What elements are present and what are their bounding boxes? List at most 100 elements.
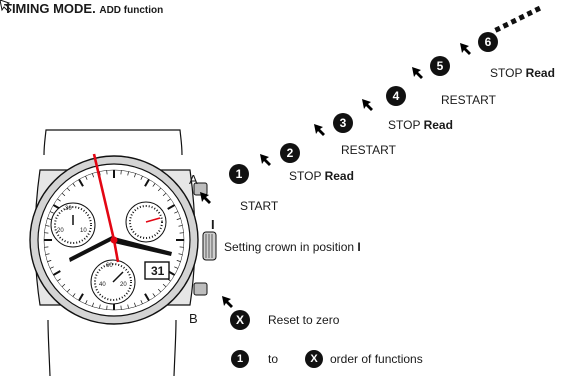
minute-tick <box>61 283 66 288</box>
minute-tick <box>47 260 52 262</box>
minute-tick <box>85 175 88 180</box>
press-arrow-icon <box>0 0 12 13</box>
subdial-bottom-40: 40 <box>99 282 106 288</box>
press-arrow-5-icon <box>411 66 424 80</box>
step-5-label: RESTART <box>441 93 496 107</box>
step-6-label: STOP Read <box>490 66 555 80</box>
pusher-a-label: A <box>189 172 198 187</box>
title-sub: ADD function <box>99 5 164 16</box>
minute-tick <box>66 288 71 293</box>
subdial-bottom-60: 60 <box>106 263 113 269</box>
minute-tick <box>152 293 156 297</box>
step-3-label: RESTART <box>341 143 396 157</box>
minute-tick <box>162 283 167 288</box>
crown-label: Setting crown in position I <box>224 240 361 254</box>
step-2-badge: 2 <box>280 143 300 163</box>
minute-tick <box>61 192 66 197</box>
subdial-bottom-20: 20 <box>120 282 127 288</box>
subdial-left-20: 20 <box>57 228 64 234</box>
minute-tick <box>176 260 181 262</box>
step-4-bold: Read <box>423 118 453 132</box>
step-4-badge: 4 <box>386 86 406 106</box>
subdial-left-10: 10 <box>80 228 87 234</box>
minute-tick <box>134 302 136 307</box>
step-4-text: STOP <box>388 118 424 132</box>
reset-label: Reset to zero <box>268 313 340 327</box>
minute-tick <box>72 293 76 297</box>
subdial-bottom-hand <box>112 271 124 283</box>
minute-tick <box>144 293 150 302</box>
hour-hand <box>69 236 113 262</box>
step-6-bold: Read <box>525 66 555 80</box>
minute-tick <box>85 300 88 305</box>
pusher-b <box>193 282 208 296</box>
minute-tick <box>52 270 61 276</box>
subdial-right-hand <box>145 217 161 223</box>
step-6-badge: 6 <box>478 32 498 52</box>
continuation-dots-icon <box>494 5 541 33</box>
chrono-second-hand <box>92 153 116 241</box>
minute-tick <box>92 302 94 307</box>
minute-tick <box>92 173 94 178</box>
press-arrow-2-icon <box>259 153 272 167</box>
minute-tick <box>162 192 167 197</box>
step-1-badge: 1 <box>229 164 249 184</box>
minute-tick <box>99 304 101 309</box>
crown <box>202 231 217 261</box>
minute-tick <box>152 183 156 187</box>
minute-tick <box>157 288 162 293</box>
minute-tick <box>45 253 50 255</box>
page-title: TIMING MODE. ADD function <box>4 1 163 16</box>
legend-to-badge: X <box>305 350 323 368</box>
crown-label-text: Setting crown in position <box>224 240 358 254</box>
minute-tick <box>72 183 76 187</box>
crown-position-mark: I <box>211 217 215 232</box>
minute-tick <box>144 178 150 187</box>
upper-strap <box>43 129 183 156</box>
step-4-label: STOP Read <box>388 118 453 132</box>
hand-pivot <box>110 236 118 244</box>
step-5-badge: 5 <box>430 56 450 76</box>
minute-tick <box>134 173 136 178</box>
press-arrow-3-icon <box>313 123 326 137</box>
step-3-text: RESTART <box>341 143 396 157</box>
minute-tick <box>49 266 54 269</box>
step-5-text: RESTART <box>441 93 496 107</box>
step-6-text: STOP <box>490 66 526 80</box>
subdial-left-30: 30 <box>65 206 72 212</box>
date-value: 31 <box>151 264 165 278</box>
date-window <box>144 261 170 280</box>
pusher-b-label: B <box>189 311 198 326</box>
minute-tick <box>174 266 179 269</box>
press-arrow-6-icon <box>459 42 472 56</box>
minute-tick <box>178 253 183 255</box>
title-main: TIMING MODE. <box>4 1 96 16</box>
legend-from-badge: 1 <box>231 350 249 368</box>
step-2-label: STOP Read <box>289 169 354 183</box>
minute-tick <box>167 198 171 202</box>
minute-ticks <box>44 170 184 310</box>
lower-strap <box>47 319 177 376</box>
minute-tick <box>140 175 143 180</box>
step-2-bold: Read <box>324 169 354 183</box>
minute-tick <box>174 211 179 214</box>
minute-tick <box>57 278 61 282</box>
legend-to-word: to <box>268 352 279 366</box>
step-1-text: START <box>240 199 279 213</box>
step-2-text: STOP <box>289 169 325 183</box>
minute-tick <box>127 171 129 176</box>
legend-text: order of functions <box>330 352 423 366</box>
minute-hand <box>114 237 172 256</box>
minute-tick <box>47 218 52 220</box>
minute-tick <box>45 225 50 227</box>
pusher-a <box>193 182 208 196</box>
minute-tick <box>57 198 61 202</box>
minute-tick <box>66 187 71 192</box>
minute-tick <box>140 300 143 305</box>
step-3-badge: 3 <box>333 113 353 133</box>
step-1-label: START <box>240 199 278 213</box>
reset-badge: X <box>230 310 250 330</box>
press-arrow-b-icon <box>221 295 234 309</box>
